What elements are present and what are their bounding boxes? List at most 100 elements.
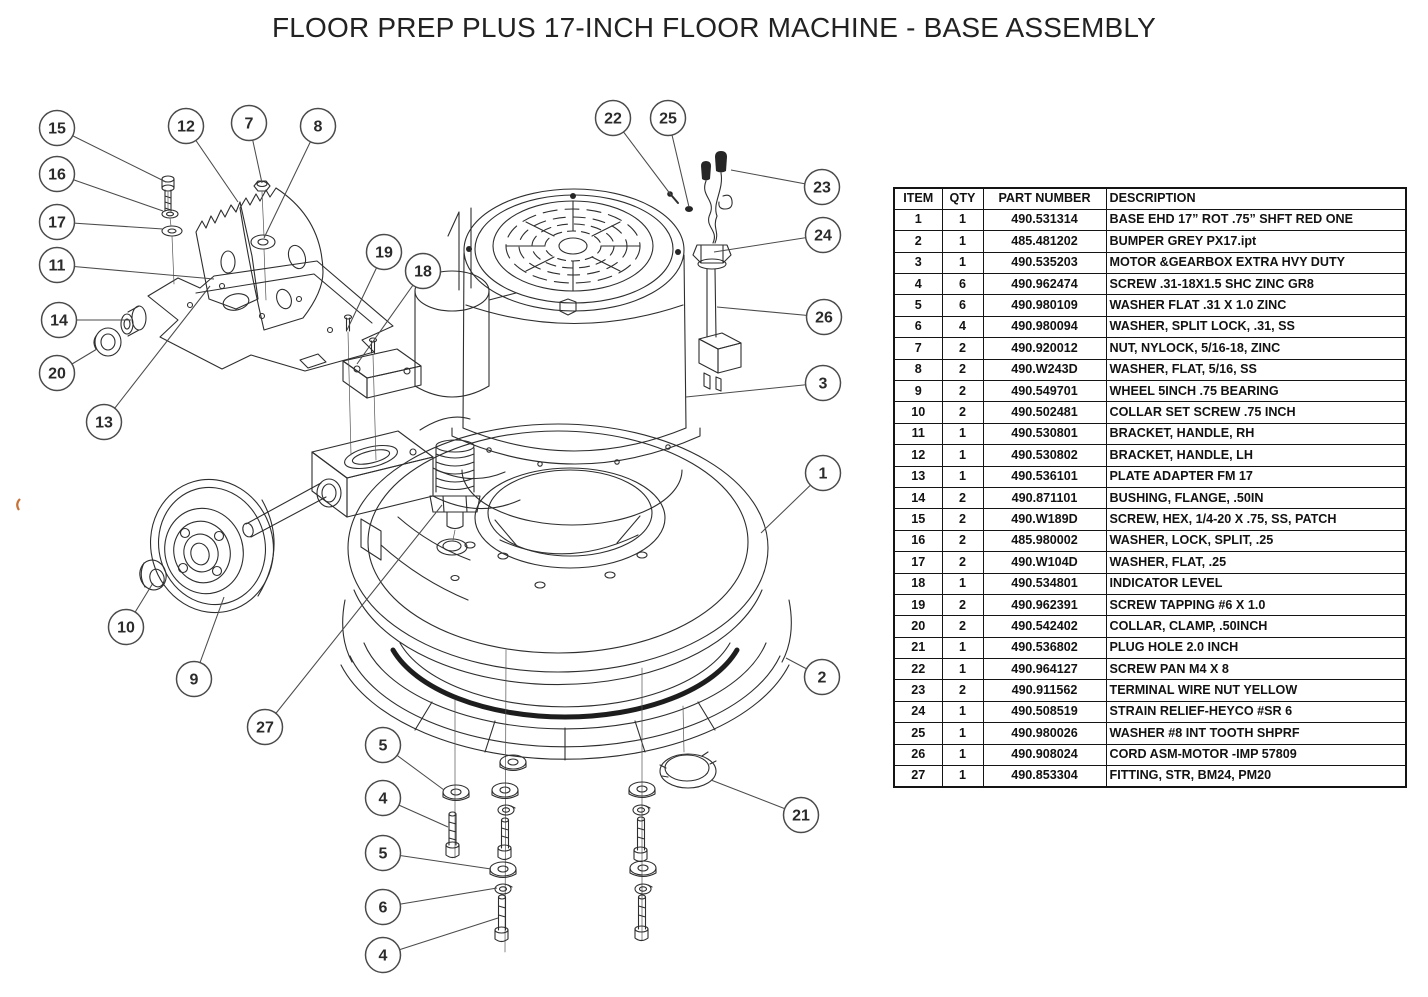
balloon-number: 8	[314, 119, 323, 136]
balloon-number: 11	[49, 258, 66, 275]
item-cell: 9	[893, 380, 943, 403]
callout-8: 8	[263, 107, 337, 239]
callout-20: 20	[38, 348, 98, 392]
qty-cell: 2	[941, 529, 984, 553]
bumper-drawing	[340, 599, 792, 761]
balloon-number: 24	[814, 228, 832, 245]
item-cell: 2	[893, 230, 943, 253]
qty-cell: 2	[941, 679, 984, 702]
balloon-circle	[107, 608, 145, 646]
balloon-circle	[299, 107, 337, 145]
part-number-cell: 485.481202	[982, 230, 1107, 253]
part-number-cell: 490.502481	[982, 401, 1107, 424]
wheel-drawing	[139, 478, 275, 614]
description-cell: WASHER FLAT .31 X 1.0 ZINC	[1105, 294, 1407, 317]
item-cell: 26	[893, 743, 943, 767]
base-deck-drawing	[347, 423, 769, 686]
balloon-number: 13	[95, 415, 113, 432]
description-cell: NUT, NYLOCK, 5/16-18, ZINC	[1105, 337, 1407, 360]
qty-cell: 2	[941, 551, 984, 574]
part-number-cell: 490.980026	[982, 722, 1107, 745]
description-cell: WASHER, SPLIT LOCK, .31, SS	[1105, 315, 1407, 339]
description-cell: WHEEL 5INCH .75 BEARING	[1105, 380, 1407, 403]
indicator-level-drawing	[342, 314, 422, 461]
description-cell: BUSHING, FLANGE, .50IN	[1105, 486, 1407, 510]
description-cell: SCREW PAN M4 X 8	[1105, 658, 1407, 681]
balloon-number: 18	[414, 264, 432, 281]
callout-11: 11	[38, 246, 215, 284]
qty-cell: 1	[941, 743, 984, 767]
balloon-circle	[38, 109, 76, 147]
item-cell: 14	[893, 486, 943, 510]
callout-13: 13	[85, 285, 211, 441]
capacitor-drawing	[414, 270, 517, 398]
qty-cell: 1	[941, 765, 984, 788]
item-cell: 24	[893, 700, 943, 724]
callout-5: 5	[364, 726, 445, 791]
callout-1: 1	[760, 454, 842, 534]
qty-cell: 6	[941, 294, 984, 317]
callout-18: 18	[356, 252, 442, 365]
balloon-circle	[365, 233, 403, 271]
callout-15: 15	[38, 109, 167, 183]
qty-cell: 2	[941, 358, 984, 382]
part-number-cell: 490.980109	[982, 294, 1107, 317]
item-cell: 11	[893, 422, 943, 446]
balloon-number: 20	[48, 366, 66, 383]
balloon-circle	[40, 301, 78, 339]
balloon-circle	[364, 726, 402, 764]
item-cell: 15	[893, 508, 943, 531]
item-cell: 10	[893, 401, 943, 424]
balloon-number: 5	[379, 846, 388, 863]
description-cell: INDICATOR LEVEL	[1105, 572, 1407, 595]
item-cell: 8	[893, 358, 943, 382]
balloon-circle	[804, 454, 842, 492]
description-cell: MOTOR &GEARBOX EXTRA HVY DUTY	[1105, 251, 1407, 275]
leader-line	[56, 127, 167, 183]
balloon-number: 27	[256, 720, 274, 737]
balloon-number: 22	[604, 111, 622, 128]
page-title: FLOOR PREP PLUS 17-INCH FLOOR MACHINE - …	[271, 12, 1156, 43]
balloon-number: 1	[819, 466, 828, 483]
part-number-cell: 490.962391	[982, 593, 1107, 617]
balloon-circle	[38, 155, 76, 193]
balloon-circle	[38, 354, 76, 392]
item-cell: 19	[893, 593, 943, 617]
column-header-description: DESCRIPTION	[1105, 187, 1407, 210]
item-cell: 25	[893, 722, 943, 745]
qty-cell: 1	[941, 658, 984, 681]
balloon-number: 3	[819, 376, 828, 393]
balloon-number: 16	[48, 167, 66, 184]
part-number-cell: 490.536802	[982, 636, 1107, 660]
balloon-number: 4	[379, 791, 388, 808]
balloon-circle	[594, 99, 632, 137]
item-cell: 17	[893, 551, 943, 574]
description-cell: BRACKET, HANDLE, LH	[1105, 444, 1407, 467]
item-cell: 27	[893, 765, 943, 788]
cord-assembly-drawing	[667, 151, 742, 392]
bottom-hardware-drawing	[442, 649, 685, 953]
balloon-number: 4	[379, 948, 388, 965]
balloon-number: 9	[190, 672, 199, 689]
callout-5: 5	[364, 834, 492, 872]
leader-line	[264, 504, 443, 728]
part-number-cell: 490.871101	[982, 486, 1107, 510]
balloon-circle	[38, 203, 76, 241]
part-number-cell: 490.542402	[982, 615, 1107, 638]
balloon-number: 5	[379, 738, 388, 755]
description-cell: WASHER, FLAT, 5/16, SS	[1105, 358, 1407, 382]
